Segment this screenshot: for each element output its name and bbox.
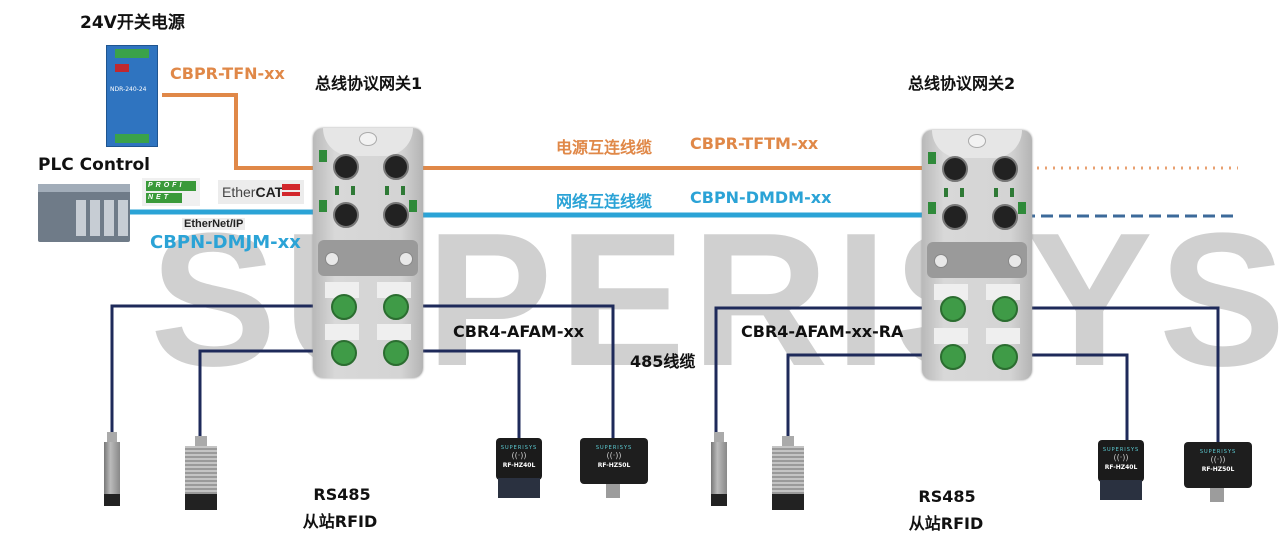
rs485-cable-g1-port1 [110,304,337,440]
plc-image [38,184,130,242]
power-supply-model: NDR-240-24 [110,86,147,93]
power-supply-title: 24V开关电源 [80,13,185,33]
rfid-reader-large-2: SUPERISYS ((·)) RF-HZ50L [1184,442,1252,502]
g2-rs485-port3[interactable] [940,344,966,370]
ethercat-logo: EtherCAT [218,180,304,204]
power-supply-image: NDR-240-24 [106,45,158,147]
g2-rs485-port1[interactable] [940,296,966,322]
rs485-cable-g1-port2 [393,304,615,440]
g2-rs485-port2[interactable] [992,296,1018,322]
prox-sensor-large-1 [185,436,217,510]
rs485-cable-g2-port1 [714,306,948,440]
gateway2-module [922,130,1032,380]
g1-rs485-port2[interactable] [383,294,409,320]
power-cable-psu [162,93,338,170]
g2-power-in-port[interactable] [942,156,968,182]
g1-power-out-port[interactable] [383,154,409,180]
slave-group1-line1: RS485 [313,485,371,504]
rfid-reader-small-2: SUPERISYS ((·)) RF-HZ40L [1098,440,1144,500]
g1-eth1-port[interactable] [333,202,359,228]
g1-power-in-port[interactable] [333,154,359,180]
g2-eth1-port[interactable] [942,204,968,230]
rs485-cable-g2-port2 [1002,306,1220,443]
gateway1-io-cable-label: CBR4-AFAM-xx [453,322,585,341]
psu-logo-icon [115,64,129,72]
psu-cable-label: CBPR-TFN-xx [170,64,285,83]
g2-rs485-port4[interactable] [992,344,1018,370]
g1-eth2-port[interactable] [383,202,409,228]
rfid-reader-small-1: SUPERISYS ((·)) RF-HZ40L [496,438,542,498]
slave-group2-line2: 从站RFID [908,514,984,533]
rfid-wave-icon: ((·)) [1210,455,1226,464]
gateway2-io-cable-label: CBR4-AFAM-xx-RA [741,322,904,341]
g1-rs485-port3[interactable] [331,340,357,366]
network-interconnect-label-cn: 网络互连线缆 [556,192,653,211]
slave-group1-line2: 从站RFID [302,512,378,531]
rs485-cable-g1-port3 [198,349,337,443]
rs485-cable-g2-port3 [786,353,948,443]
rs485-cable-label: 485线缆 [630,352,696,371]
network-interconnect-label-code: CBPN-DMDM-xx [690,188,832,207]
terminal-block-top [115,49,149,58]
g1-rs485-port1[interactable] [331,294,357,320]
power-interconnect-label-code: CBPR-TFTM-xx [690,134,819,153]
rs485-cable-g2-port4 [1002,353,1129,440]
gateway1-title: 总线协议网关1 [315,74,423,93]
prox-sensor-small-1 [104,432,120,506]
plc-cable-label: CBPN-DMJM-xx [150,232,301,253]
g1-rs485-port4[interactable] [383,340,409,366]
rfid-wave-icon: ((·)) [606,451,622,460]
ethercat-arrow-icon [282,184,300,190]
slave-group2-line1: RS485 [918,487,976,506]
power-interconnect-label-cn: 电源互连线缆 [556,138,653,157]
prox-sensor-large-2 [772,436,804,510]
plc-title: PLC Control [38,155,150,175]
rs485-cable-g1-port4 [393,349,521,440]
g2-power-out-port[interactable] [992,156,1018,182]
g2-eth2-port[interactable] [992,204,1018,230]
rfid-wave-icon: ((·)) [1113,453,1129,462]
ethernet-ip-logo: EtherNet/IP [182,218,246,230]
profinet-logo: PROFI NET [142,178,200,206]
rfid-wave-icon: ((·)) [511,451,527,460]
terminal-block-bottom [115,134,149,143]
prox-sensor-small-2 [711,432,727,506]
gateway2-title: 总线协议网关2 [908,74,1016,93]
gateway1-module [313,128,423,378]
rfid-reader-large-1: SUPERISYS ((·)) RF-HZ50L [580,438,648,498]
